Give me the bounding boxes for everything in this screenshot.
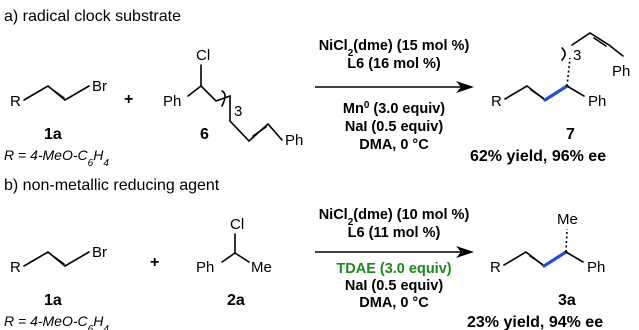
arrowhead <box>456 81 474 93</box>
highlight-bond <box>542 250 568 268</box>
c-ph-bond <box>566 85 585 97</box>
plus-sign: + <box>150 254 159 271</box>
chlorine-label: Cl <box>230 216 244 233</box>
alkyl-chloride-2a-structure: Cl Ph Me <box>196 216 272 276</box>
arrowhead <box>456 246 474 258</box>
cis-double-bond-line <box>593 37 607 47</box>
c-ph-bond <box>221 252 236 263</box>
result-b: 23% yield, 94% ee <box>467 314 603 330</box>
vinyl-chain-bond <box>503 251 545 267</box>
vinyl-bromide-1a-structure: R Br <box>10 244 107 276</box>
alkyl-chain-bond <box>571 32 624 57</box>
c-ph-bond <box>565 251 584 263</box>
additive-condition: NaI (0.5 equiv) <box>345 278 443 294</box>
compound-id-6: 6 <box>200 126 209 143</box>
double-bond-line <box>52 89 65 99</box>
conditions-b: NiCl2(dme) (10 mol %) L6 (11 mol %) TDAE… <box>315 207 474 311</box>
alkyl-chloride-6-structure: Cl Ph 3 Ph <box>163 47 303 149</box>
compound-id-1a: 1a <box>44 292 62 309</box>
phenyl-label: Ph <box>588 93 606 110</box>
section-a-heading: a) radical clock substrate <box>4 8 181 25</box>
result-a: 62% yield, 96% ee <box>470 148 606 165</box>
r-group-label: R <box>10 259 21 276</box>
highlight-bond <box>543 84 569 102</box>
methyl-label: Me <box>557 211 578 228</box>
conditions-a: NiCl2(dme) (15 mol %) L6 (16 mol %) Mn0 … <box>315 38 474 153</box>
double-bond-line <box>52 255 65 265</box>
bromine-label: Br <box>92 244 107 261</box>
additive-condition: NaI (0.5 equiv) <box>345 119 443 135</box>
repeat-count: 3 <box>234 103 242 120</box>
plus-sign: + <box>124 91 133 108</box>
r-group-definition: R = 4-MeO-C6H4 <box>4 313 109 330</box>
bracket-path <box>221 90 226 107</box>
phenyl-label-2: Ph <box>285 132 303 149</box>
alkyl-chain-bond <box>200 85 283 143</box>
catalyst-condition: NiCl2(dme) (15 mol %) <box>319 38 470 59</box>
product-3a-structure: R Ph Me <box>490 211 605 276</box>
r-group-label: R <box>491 93 502 110</box>
phenyl-label: Ph <box>163 93 181 110</box>
hashed-wedge-bond <box>566 57 571 87</box>
product-7-structure: R Ph 3 Ph <box>491 32 630 110</box>
bromine-label: Br <box>92 78 107 95</box>
cis-double-bond-line <box>252 126 267 137</box>
compound-id-7: 7 <box>566 126 575 143</box>
r-group-label: R <box>10 93 21 110</box>
solvent-condition: DMA, 0 °C <box>359 295 429 311</box>
reductant-condition: Mn0 (3.0 equiv) <box>343 100 445 118</box>
phenyl-label-2: Ph <box>612 63 630 80</box>
phenyl-label: Ph <box>196 259 214 276</box>
phenyl-label: Ph <box>587 259 605 276</box>
chlorine-label: Cl <box>196 47 210 64</box>
ligand-condition: L6 (11 mol %) <box>348 225 441 241</box>
catalyst-condition: NiCl2(dme) (10 mol %) <box>319 207 470 228</box>
compound-id-1a: 1a <box>44 126 62 143</box>
r-group-definition: R = 4-MeO-C6H4 <box>4 147 109 169</box>
vinyl-chain-bond <box>504 85 546 101</box>
bracket-path <box>561 47 566 61</box>
hashed-wedge-bond <box>565 228 568 253</box>
ligand-condition: L6 (16 mol %) <box>347 56 441 72</box>
repeat-count: 3 <box>573 47 581 64</box>
c-me-bond <box>234 252 250 263</box>
r-group-label: R <box>490 259 501 276</box>
methyl-label: Me <box>251 259 272 276</box>
compound-id-3a: 3a <box>558 292 576 309</box>
double-bond-line <box>530 89 544 99</box>
c-ph-bond <box>187 85 202 97</box>
section-b-heading: b) non-metallic reducing agent <box>4 177 220 194</box>
solvent-condition: DMA, 0 °C <box>359 137 429 153</box>
vinyl-bromide-1a-structure: R Br <box>10 78 107 110</box>
double-bond-line <box>529 255 543 265</box>
compound-id-2a: 2a <box>227 292 245 309</box>
tdae-reductant-condition: TDAE (3.0 equiv) <box>336 261 451 277</box>
